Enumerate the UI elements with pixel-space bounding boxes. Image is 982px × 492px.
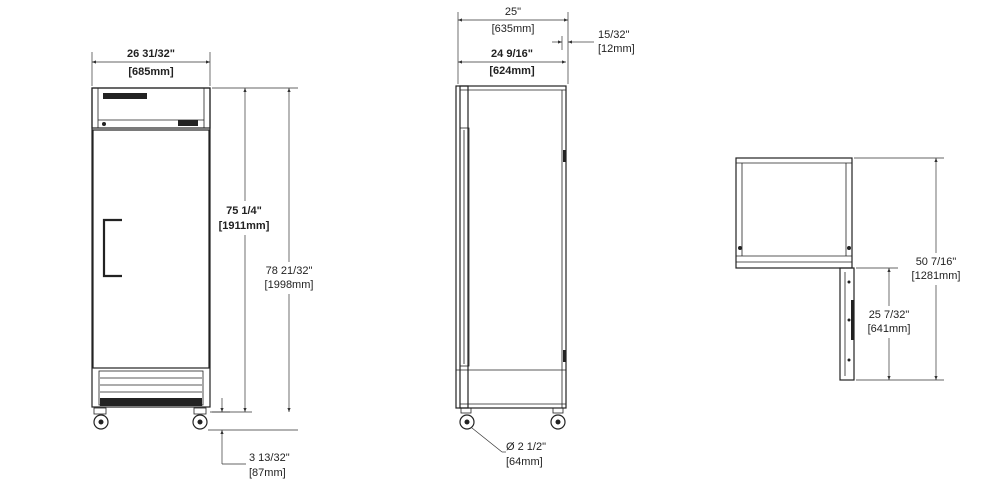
- top-hinge-left: [738, 246, 742, 250]
- side-depth-total-metric: [635mm]: [492, 23, 535, 35]
- side-depth-body-metric: [624mm]: [489, 65, 535, 77]
- front-height-body-metric: [1911mm]: [219, 220, 270, 232]
- side-depth-body-imperial: 24 9/16": [491, 48, 533, 60]
- side-cabinet-outline: [459, 85, 567, 409]
- front-caster-left: [93, 407, 109, 430]
- side-caster-rear: [550, 407, 566, 430]
- front-kickplate: [100, 398, 202, 406]
- caster-diameter-metric: [64mm]: [506, 456, 543, 468]
- front-height-total-metric: [1998mm]: [265, 279, 314, 291]
- front-header-panel: [91, 87, 211, 129]
- side-door-gasket: [459, 127, 470, 367]
- top-door-handle: [851, 300, 854, 340]
- front-indicator-light: [102, 122, 106, 126]
- top-cabinet-outline: [735, 157, 853, 269]
- side-view: 25" [635mm] 24 9/16" [624mm] 15/32" [12m…: [455, 6, 635, 468]
- front-door: [92, 129, 210, 369]
- front-door-handle: [102, 218, 122, 278]
- front-height-body-label-bg: [212, 201, 274, 235]
- front-logo-plate: [103, 93, 147, 99]
- top-door-screw: [847, 280, 851, 284]
- caster-height-metric: [87mm]: [249, 467, 286, 479]
- front-caster-right: [192, 407, 208, 430]
- side-rear-bracket-top: [563, 150, 566, 162]
- top-swing-metric: [641mm]: [868, 323, 911, 335]
- front-cabinet-outline: [91, 87, 211, 408]
- front-width-metric: [685mm]: [128, 66, 174, 78]
- top-hinge-right: [847, 246, 851, 250]
- front-height-total-imperial: 78 21/32": [266, 265, 313, 277]
- top-door-screw: [847, 318, 851, 322]
- front-height-total-label-bg: [258, 262, 320, 294]
- top-view: 50 7/16" [1281mm] 25 7/32" [641mm]: [735, 157, 968, 381]
- caster-diameter-imperial: Ø 2 1/2": [506, 441, 546, 453]
- caster-height-imperial: 3 13/32": [249, 452, 290, 464]
- top-door-screw: [847, 358, 851, 362]
- top-total-label-bg: [906, 253, 968, 285]
- door-offset-metric: [12mm]: [598, 43, 635, 55]
- front-view: 26 31/32" [685mm] 75 1/4" [1911mm] 78 21…: [91, 48, 320, 479]
- front-width-imperial: 26 31/32": [127, 48, 175, 60]
- top-swing-imperial: 25 7/32": [869, 309, 910, 321]
- top-swing-label-bg: [860, 306, 920, 338]
- top-total-metric: [1281mm]: [912, 270, 961, 282]
- front-control-plate: [178, 120, 198, 126]
- front-height-body-imperial: 75 1/4": [226, 205, 262, 217]
- side-rear-bracket-bot: [563, 350, 566, 362]
- caster-diameter-leader: [471, 427, 503, 453]
- side-door-edge: [455, 85, 469, 409]
- side-caster-front: [459, 407, 475, 430]
- door-offset-imperial: 15/32": [598, 29, 630, 41]
- side-depth-total-imperial: 25": [505, 6, 521, 18]
- top-total-imperial: 50 7/16": [916, 256, 957, 268]
